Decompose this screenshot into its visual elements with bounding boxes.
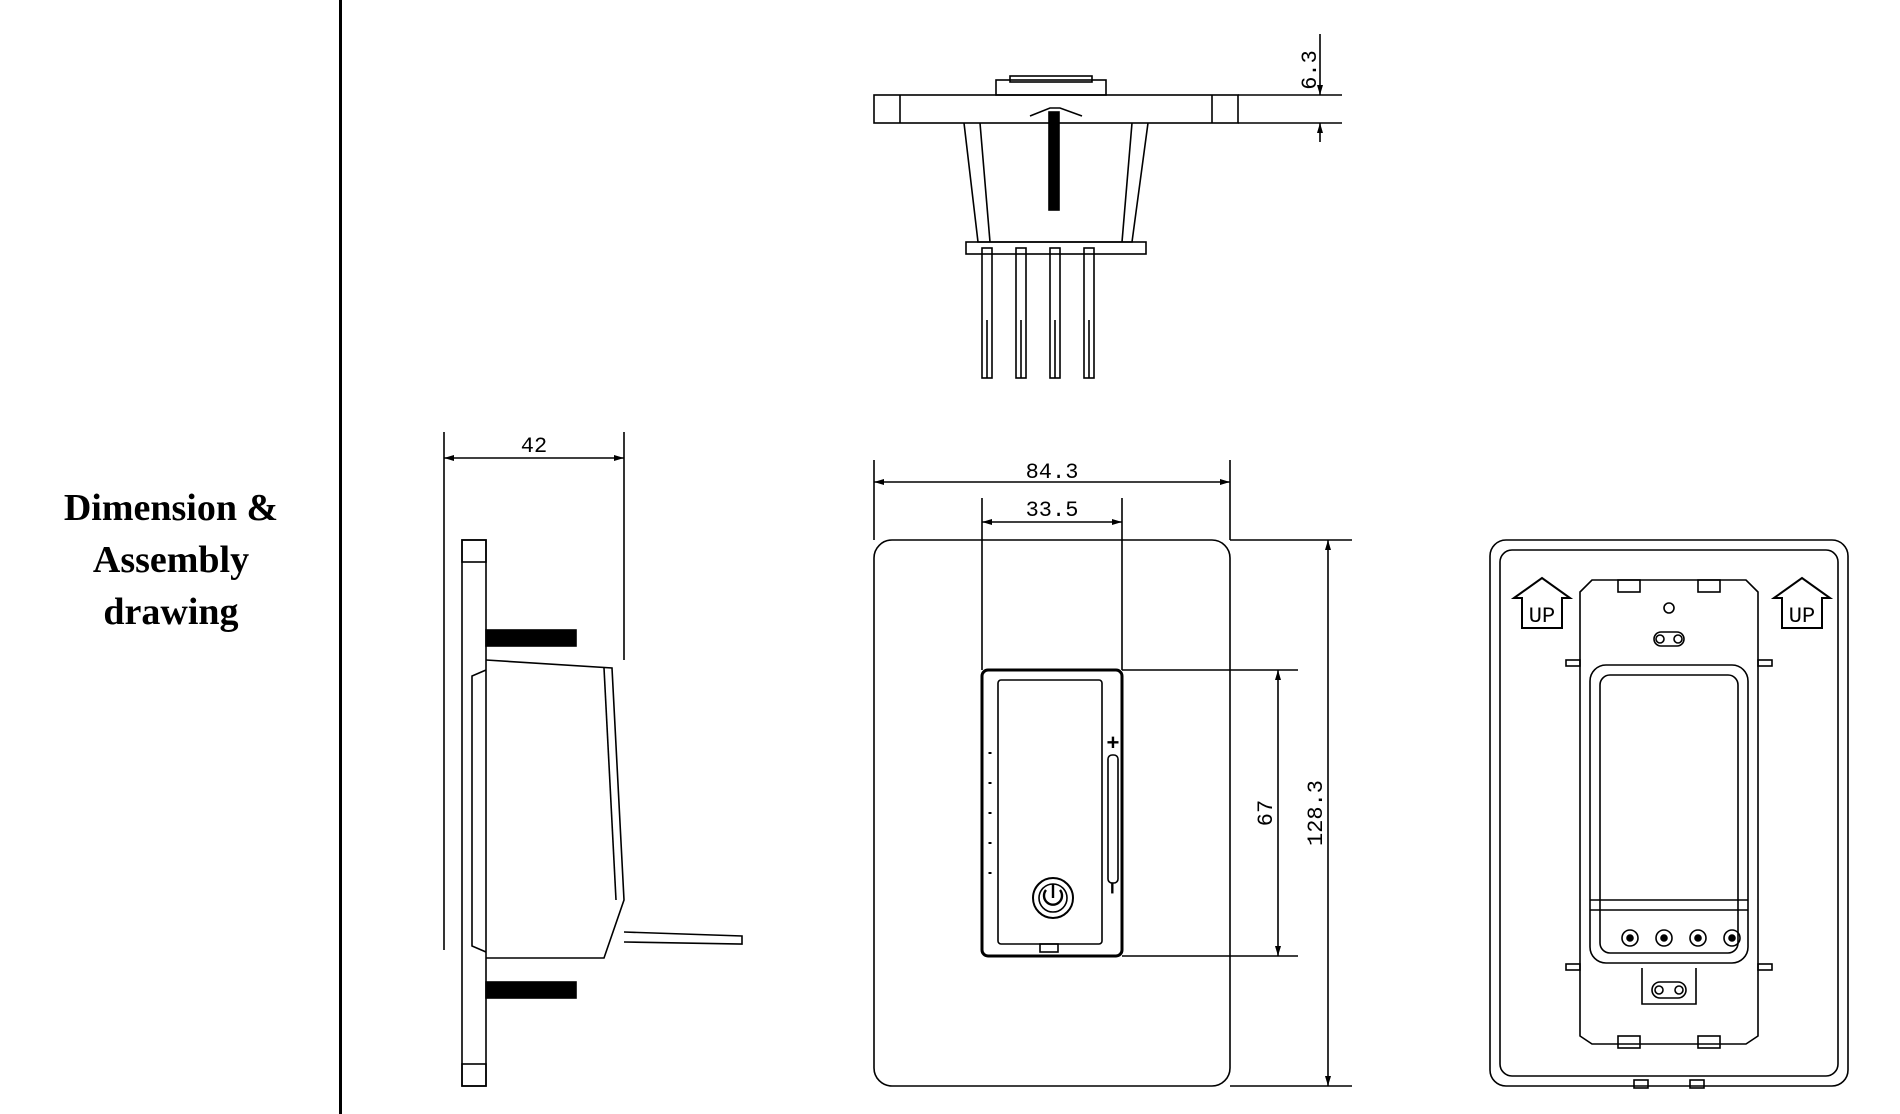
front-view	[873, 460, 1352, 1087]
screw-bottom	[485, 981, 577, 999]
dim-plate-thickness: 6.3	[1298, 50, 1323, 90]
dim-button-height: 67	[1254, 800, 1279, 826]
dim-depth: 42	[521, 434, 547, 459]
up-arrow-icon	[1770, 576, 1834, 629]
side-view	[443, 432, 743, 1087]
column-divider	[339, 0, 342, 1114]
up-label-left: UP	[1529, 604, 1555, 629]
section-title-line-3: drawing	[103, 591, 239, 633]
minus-label: −	[1098, 881, 1123, 894]
up-label-right: UP	[1789, 604, 1815, 629]
power-icon	[1042, 884, 1064, 906]
screw-top	[485, 629, 577, 647]
dim-overall-height: 128.3	[1304, 780, 1329, 846]
rear-view	[1489, 539, 1849, 1089]
dim-button-width: 33.5	[1026, 498, 1079, 523]
plus-label: +	[1106, 732, 1119, 757]
section-title-line-2: Assembly	[92, 539, 250, 581]
up-arrow-icon	[1510, 576, 1574, 629]
dim-overall-width: 84.3	[1026, 460, 1079, 485]
top-view	[873, 34, 1342, 379]
section-title-line-1: Dimension &	[63, 487, 279, 529]
screw-shaft	[1048, 111, 1060, 211]
label-column: Dimension & Assembly drawing	[0, 0, 342, 1114]
section-title: Dimension & Assembly drawing	[0, 482, 342, 638]
